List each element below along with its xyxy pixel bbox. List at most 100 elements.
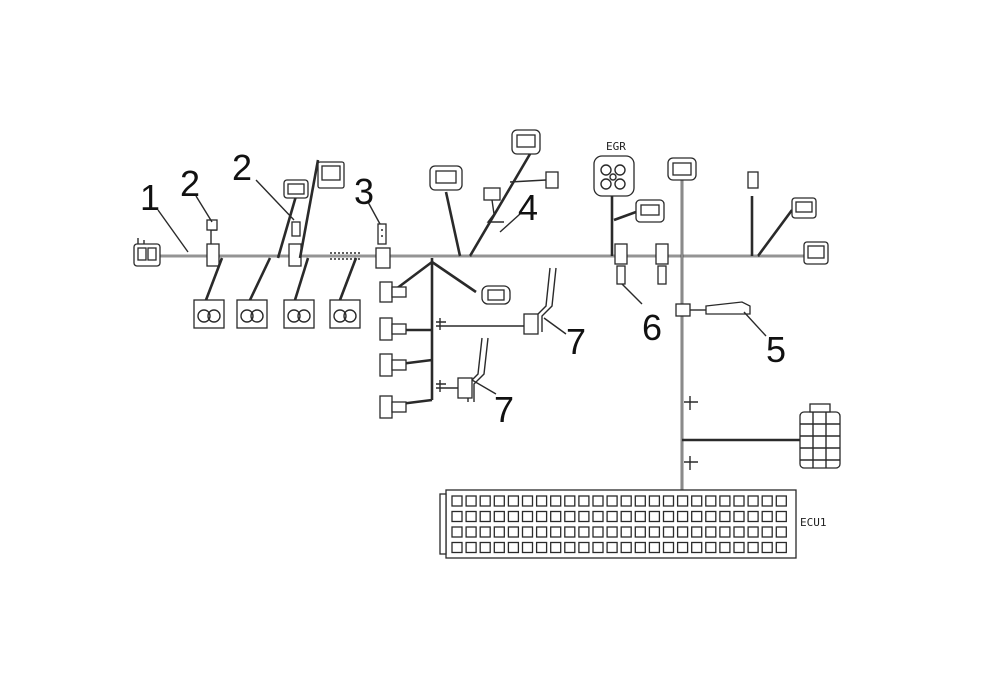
top-connector-c [667, 157, 697, 181]
ecu-pin [521, 526, 534, 538]
sensor-bracket-4 [483, 187, 504, 223]
ecu-pin [550, 541, 562, 554]
center-branch [379, 258, 525, 419]
ecu-pin-grid [451, 495, 787, 554]
callout-2b: 2 [232, 147, 252, 188]
ecu-pin [550, 495, 562, 507]
callout-2a: 2 [180, 163, 200, 204]
clip-6-right [655, 243, 669, 285]
ecu-pin [676, 526, 689, 538]
ecu-pin [535, 541, 548, 554]
plug-b [379, 317, 407, 341]
ecu-pin [479, 526, 491, 538]
ecu-pin [451, 495, 463, 507]
ecu-pin [521, 541, 534, 554]
ecu-pin [592, 526, 604, 538]
ecu-pin [634, 510, 646, 523]
ecu-pin [465, 526, 477, 538]
ecu-pin [761, 541, 773, 554]
egr-side-connector [613, 199, 665, 223]
ecu-pin [775, 541, 787, 554]
callout-numbers: 1 2 2 3 4 5 6 7 7 [140, 147, 786, 430]
ecu-pin [761, 510, 773, 523]
ecu-pin [705, 541, 717, 554]
callout-leaders [157, 179, 767, 395]
ecu-pin [465, 510, 477, 523]
ecu-pin [733, 541, 745, 554]
ecu-pin [507, 541, 520, 554]
ecu-pin [662, 541, 675, 554]
top-connector-b [317, 161, 345, 189]
ecu-pin [578, 541, 590, 554]
sensor-connector-group [193, 159, 361, 329]
ecu-pin [606, 510, 618, 523]
ecu-pin [691, 510, 703, 523]
ecu-pin [606, 541, 618, 554]
sensor-connector-b [236, 299, 268, 329]
connector-upper-right [511, 129, 541, 155]
bracket-upper [523, 267, 557, 335]
ecu-pin [747, 541, 759, 554]
ecu-pin [775, 510, 787, 523]
callout-7a: 7 [566, 321, 586, 362]
ecu-pin [662, 510, 675, 523]
ecu-pin [719, 510, 731, 523]
large-connector [799, 403, 841, 469]
ecu-pin [507, 526, 520, 538]
callout-3: 3 [354, 171, 374, 212]
egr-label: EGR [606, 140, 626, 153]
ecu-pin [564, 541, 576, 554]
ecu-pin [507, 510, 520, 523]
connector-upper-left [429, 165, 463, 191]
ecu-pin [493, 495, 505, 507]
ecu-pin [648, 510, 661, 523]
ecu-pin [550, 510, 562, 523]
ecu-pin [761, 526, 773, 538]
ecu-pin [479, 510, 491, 523]
ecu-pin [451, 541, 463, 554]
ecu-pin [550, 526, 562, 538]
ecu-label: ECU1 [800, 516, 827, 529]
ecu-pin [620, 495, 632, 507]
ecu-pin [691, 541, 703, 554]
connector-right-end [803, 241, 829, 265]
ecu-pin [592, 510, 604, 523]
ecu-pin [733, 495, 745, 507]
ecu-pin [634, 495, 646, 507]
sensor-connector-d [329, 299, 361, 329]
top-connector-a [283, 179, 309, 199]
bracket-lower [457, 337, 489, 402]
ecu-pin [479, 541, 491, 554]
ecu-pin [493, 510, 505, 523]
ecu-pin [507, 495, 520, 507]
ecu-pin [521, 495, 534, 507]
callout-5: 5 [766, 329, 786, 370]
oval-connector [481, 285, 511, 305]
left-end-connector [133, 238, 161, 267]
ecu-pin [775, 526, 787, 538]
ecu-pin [691, 526, 703, 538]
ecu-pin [747, 510, 759, 523]
ecu-pin [535, 526, 548, 538]
ecu-pin [578, 510, 590, 523]
ecu-pin [620, 510, 632, 523]
callout-4: 4 [518, 187, 538, 228]
ecu-pin [564, 510, 576, 523]
sensor-connector-c [283, 299, 315, 329]
ecu-pin [705, 510, 717, 523]
right-branches [747, 171, 829, 265]
ecu-pin [592, 541, 604, 554]
callout-6: 6 [642, 307, 662, 348]
ecu-pin [535, 495, 548, 507]
ecu-pin [662, 495, 675, 507]
egr-connector: EGR [593, 140, 635, 256]
sensor-connector-a [193, 299, 225, 329]
ecu-pin [719, 541, 731, 554]
clip-6-left [614, 243, 628, 285]
clip-arrow-4 [684, 456, 698, 470]
ecu-pin [662, 526, 675, 538]
ecu-pin [465, 495, 477, 507]
ecu-pin [592, 495, 604, 507]
